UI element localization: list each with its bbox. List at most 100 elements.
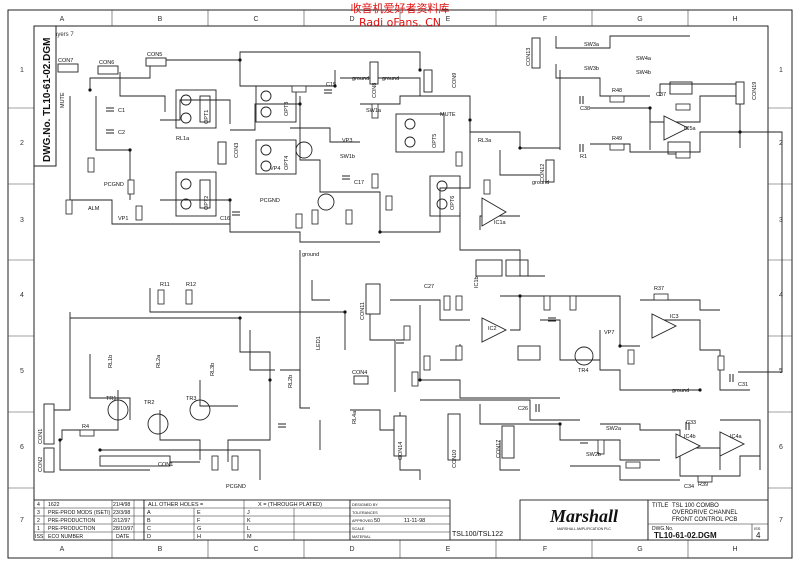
project-name: TSL100/TSL122 [452,531,503,538]
label-r2: R4 [82,424,89,430]
label-rl3a: RL3a [478,138,492,144]
label-sw3b: SW3b [584,66,599,72]
label-opt6: OPT6 [450,196,456,210]
label-rl4a: RL4a [352,410,358,424]
rev-date-2: 2/12/97 [113,518,130,524]
hole-letter: D [147,534,151,540]
grid-number: 1 [20,67,24,74]
rev-issue-4: 4 [37,502,40,508]
wiring-traces [48,35,783,481]
grid-letters-top: A B C D E F G H [60,16,738,23]
label-c1: C1 [118,108,125,114]
grid-number: 5 [20,368,24,375]
label-ic4b: IC4b [684,434,696,440]
label-pcgnd-1: PCGND [104,182,124,188]
rev-ecn-1: PRE-PRODUCTION [48,526,96,532]
label-con17: CON17 [496,440,502,458]
grid-letter: E [446,546,451,553]
label-rl2a: RL2a [156,354,162,368]
label-c32: C34 [684,484,694,490]
opamp-symbols [481,115,746,459]
scale-value: 50 [374,518,380,524]
label-ic4a: IC4a [730,434,743,440]
hole-letter: K [247,518,251,524]
iss-label: ISS [754,526,761,531]
title-line-2: OVERDRIVE CHANNEL [672,510,738,516]
grid-number: 6 [20,444,24,451]
label-vp1: VP1 [118,216,128,222]
connector-symbols [43,37,745,473]
label-r35: R39 [698,482,708,488]
label-opt2: OPT2 [204,196,210,210]
approval-block: DESIGNED BY TOLERANCES APPROVED SCALE MA… [349,499,503,541]
opto-modules [175,85,461,217]
label-sw2a: SW2a [606,426,622,432]
label-ic1b: IC1b [474,276,480,288]
grid-letter: D [349,546,354,553]
grid-number: 2 [779,140,783,147]
grid-letter: G [637,16,642,23]
label-vp3: VP3 [342,138,352,144]
label-vp4: VP4 [270,166,280,172]
rev-date-4: 21/4/98 [113,502,130,508]
label-con11: CON11 [360,302,366,320]
rev-date-1: 28/10/97 [113,526,133,532]
hole-letter: A [147,510,151,516]
dwg-number-vertical: DWG.No. TL10-61-02.DGM [42,38,53,162]
title-block: TITLE TSL 100 COMBO OVERDRIVE CHANNEL FR… [647,499,769,541]
dwg-label: DWG.No. [652,526,673,532]
holes-title-left: ALL OTHER HOLES = [148,502,203,508]
date-value: 11-11-98 [404,518,425,524]
rev-issue-3: 3 [37,510,40,516]
label-ground-5: ground [672,388,689,394]
rev-ecn-3: PRE-PROD MODS (ISETI) [48,510,111,516]
rev-date-3: 23/3/98 [113,510,130,516]
resistor-symbols [65,85,725,483]
label-c16: C16 [220,216,230,222]
grid-letter: F [543,546,547,553]
hole-letter: J [247,510,250,516]
approval-designed: DESIGNED BY [352,503,378,507]
label-ic1a: IC1a [494,220,507,226]
label-sw1a: SW1a [366,108,382,114]
holes-title-right: X = (THROUGH PLATED) [258,502,322,508]
capacitor-symbols [106,89,734,444]
label-con8: CON8 [372,83,378,98]
label-ground-3: ground [302,252,319,258]
rev-issue-1: 1 [37,526,40,532]
grid-number: 1 [779,67,783,74]
hole-letter: M [247,534,252,540]
hole-letter: E [197,510,201,516]
label-tr4: TR4 [578,368,588,374]
label-ic2: IC2 [488,326,497,332]
approval-approved: APPROVED [352,519,373,523]
grid-number: 7 [20,517,24,524]
label-ground-2: ground [382,76,399,82]
grid-ticks [8,10,792,558]
label-ground-1: ground [352,76,369,82]
label-tr2: TR2 [144,400,154,406]
rev-header-date: DATE [116,534,130,540]
label-c37: R1 [580,154,587,160]
label-rl1b: RL1b [108,355,114,368]
label-tr3: TR3 [186,396,196,402]
grid-letter: F [543,16,547,23]
grid-number: 3 [779,217,783,224]
component-labels: CON7 CON6 CON5 CON3 CON8 CON9 CON11 CON1… [38,42,758,490]
label-con2: CON2 [38,457,44,472]
company-logo: Marshall [549,506,618,526]
rev-header-issue: ISS [35,534,44,540]
watermark-line-1: 收音机爱好者资料库 [350,2,450,15]
rev-header-ecn: ECO NUMBER [48,534,83,540]
label-con14: CON14 [398,442,404,460]
label-mute-right: MUTE [440,112,456,118]
label-sw2b: SW2b [586,452,601,458]
hole-letter: L [247,526,250,532]
hole-letter: C [147,526,151,532]
hole-letter: F [197,518,201,524]
dwg-number-box [33,25,57,167]
grid-letter: G [637,546,642,553]
label-pcgnd-3: PCGND [226,484,246,490]
grid-letter: A [60,16,65,23]
